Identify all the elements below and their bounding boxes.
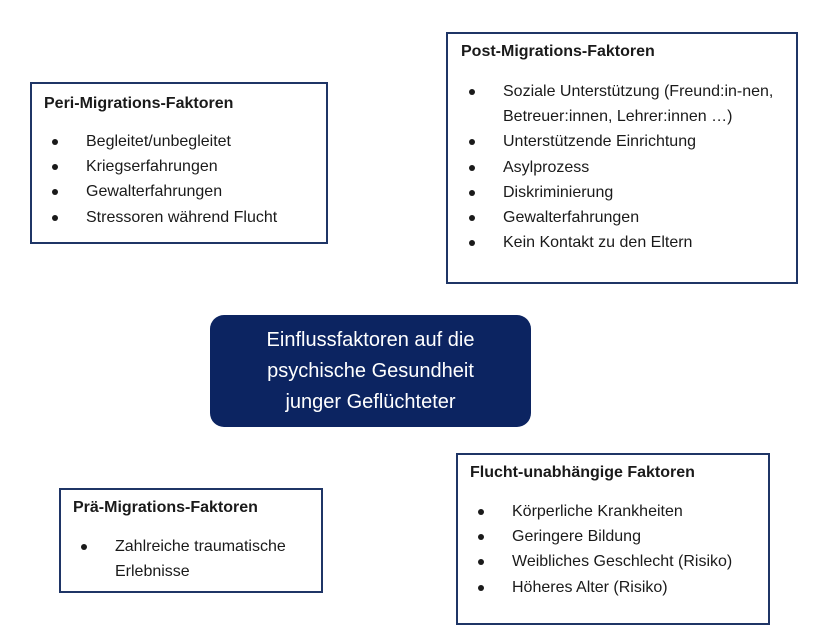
- list-item: Zahlreiche traumatische Erlebnisse: [73, 534, 318, 584]
- pre-migration-list: Zahlreiche traumatische Erlebnisse: [73, 534, 318, 584]
- post-migration-list: Soziale Unterstützung (Freund:in-nen, Be…: [461, 79, 786, 255]
- list-item: Gewalterfahrungen: [461, 205, 786, 230]
- flight-independent-title: Flucht-unabhängige Faktoren: [470, 464, 695, 481]
- post-migration-box: Post-Migrations-Faktoren Soziale Unterst…: [446, 32, 798, 284]
- list-item: Kein Kontakt zu den Eltern: [461, 230, 786, 255]
- peri-migration-title: Peri-Migrations-Faktoren: [44, 95, 234, 112]
- list-item: Höheres Alter (Risiko): [470, 575, 765, 600]
- list-item: Asylprozess: [461, 155, 786, 180]
- list-item: Diskriminierung: [461, 180, 786, 205]
- pre-migration-box: Prä-Migrations-Faktoren Zahlreiche traum…: [59, 488, 323, 593]
- flight-independent-list: Körperliche Krankheiten Geringere Bildun…: [470, 499, 765, 600]
- list-item: Geringere Bildung: [470, 524, 765, 549]
- list-item: Soziale Unterstützung (Freund:in-nen, Be…: [461, 79, 786, 129]
- central-topic-title: Einflussfaktoren auf die psychische Gesu…: [266, 328, 475, 413]
- pre-migration-title: Prä-Migrations-Faktoren: [73, 499, 258, 516]
- list-item: Weibliches Geschlecht (Risiko): [470, 549, 765, 574]
- list-item: Stressoren während Flucht: [44, 205, 320, 230]
- peri-migration-list: Begleitet/unbegleitet Kriegserfahrungen …: [44, 129, 320, 230]
- list-item: Gewalterfahrungen: [44, 179, 320, 204]
- list-item: Unterstützende Einrichtung: [461, 129, 786, 154]
- flight-independent-box: Flucht-unabhängige Faktoren Körperliche …: [456, 453, 770, 625]
- peri-migration-box: Peri-Migrations-Faktoren Begleitet/unbeg…: [30, 82, 328, 244]
- central-topic-box: Einflussfaktoren auf die psychische Gesu…: [210, 315, 531, 427]
- list-item: Kriegserfahrungen: [44, 154, 320, 179]
- post-migration-title: Post-Migrations-Faktoren: [461, 43, 655, 60]
- list-item: Begleitet/unbegleitet: [44, 129, 320, 154]
- list-item: Körperliche Krankheiten: [470, 499, 765, 524]
